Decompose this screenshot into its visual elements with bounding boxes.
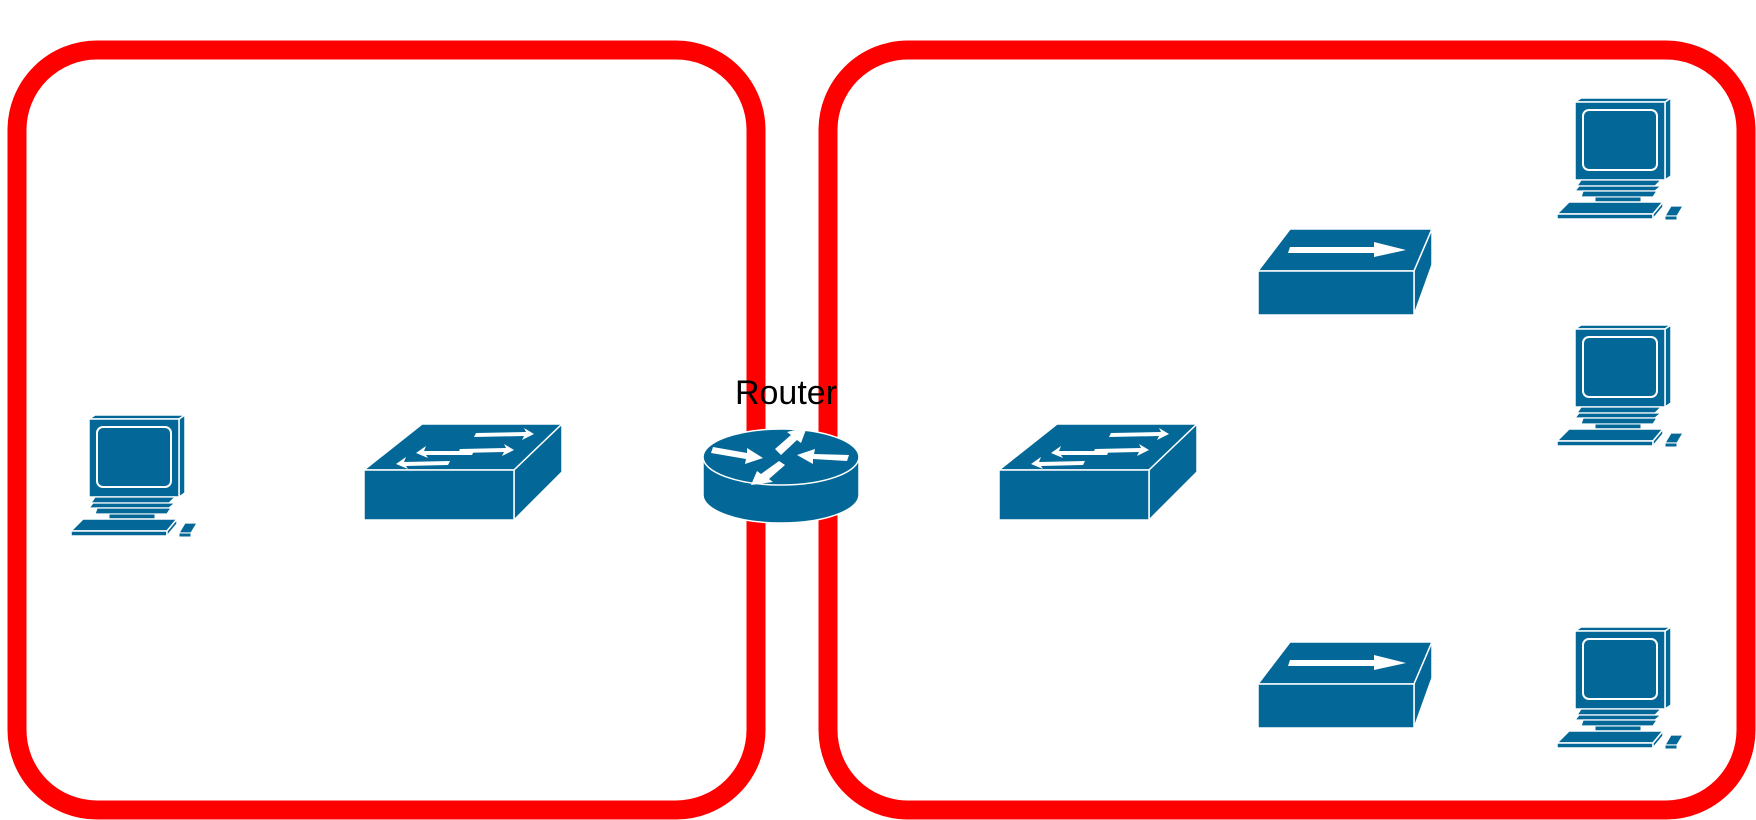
workgroup-switch-icon[interactable] [998,423,1198,521]
hub-icon[interactable] [1257,228,1433,316]
hub-icon[interactable] [1257,641,1433,729]
router-icon[interactable] [702,426,860,524]
right-network-zone [818,40,1756,820]
desktop-computer-icon[interactable] [1556,97,1684,221]
desktop-computer-icon[interactable] [70,414,198,538]
router-label: Router [735,374,837,412]
desktop-computer-icon[interactable] [1556,324,1684,448]
workgroup-switch-icon[interactable] [363,423,563,521]
desktop-computer-icon[interactable] [1556,626,1684,750]
